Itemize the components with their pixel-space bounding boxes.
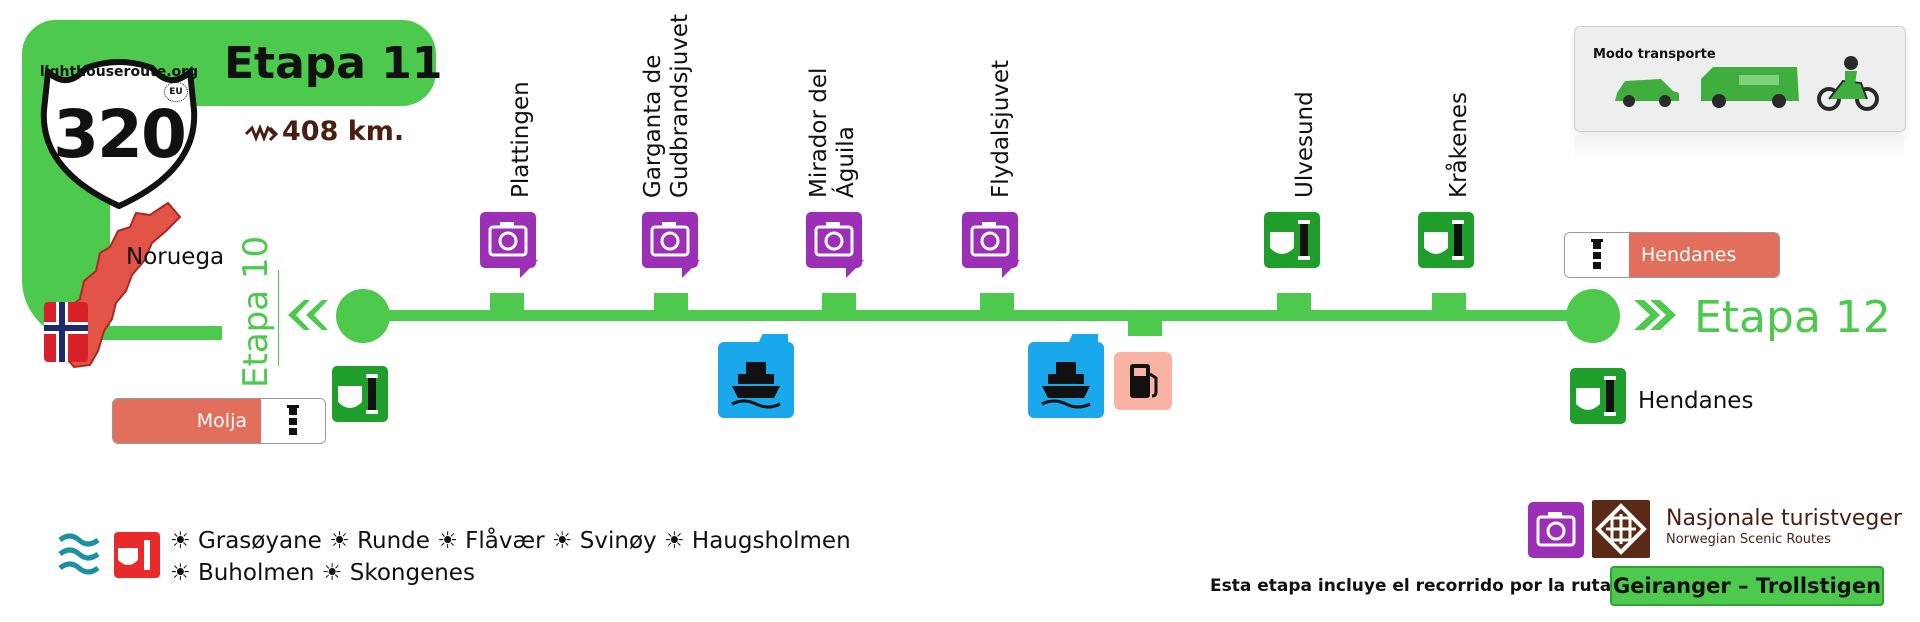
sun-icon: ☀	[321, 560, 343, 586]
stop-label-gudbrandsjuvet: Garganta de Gudbrandsjuvet	[640, 13, 693, 198]
motorcycle-icon[interactable]	[1815, 51, 1879, 115]
sun-icon: ☀	[170, 560, 191, 586]
legend-line-2: ☀ Buholmen ☀ Skongenes	[170, 560, 475, 586]
scenic-routes-logo	[1592, 500, 1650, 558]
norway-flag-icon	[44, 302, 88, 362]
start-lighthouse-ribbon[interactable]: Molja	[112, 398, 326, 444]
scenic-routes-subtitle: Norwegian Scenic Routes	[1666, 532, 1831, 547]
legend-island: Buholmen	[197, 560, 315, 586]
prev-stage-divider	[278, 270, 279, 366]
eu-badge-text: EU	[169, 87, 183, 97]
legend-island: Haugsholmen	[691, 528, 851, 554]
transport-panel-reflection	[1574, 136, 1904, 162]
legend-island: Flåvær	[465, 528, 545, 554]
sun-icon: ☀	[551, 528, 573, 554]
stop-marker	[1277, 293, 1311, 311]
lighthouse-route-icon[interactable]	[1264, 212, 1320, 268]
distance-icon	[244, 123, 279, 148]
stop-marker	[980, 293, 1014, 311]
viewpoint-camera-icon[interactable]	[962, 212, 1020, 278]
sun-icon: ☀	[329, 528, 350, 554]
route-number: 320	[53, 96, 187, 173]
sun-icon: ☀	[170, 528, 191, 554]
legend-line-1: ☀ Grasøyane ☀ Runde ☀ Flåvær ☀ Svinøy ☀ …	[170, 528, 851, 554]
stop-label-ulvesund: Ulvesund	[1292, 91, 1318, 198]
end-lighthouse-name: Hendanes	[1629, 233, 1779, 277]
camper-icon[interactable]	[1699, 61, 1803, 111]
viewpoint-camera-icon	[1528, 502, 1584, 558]
transport-mode-panel: Modo transporte	[1574, 26, 1906, 132]
stop-marker	[490, 293, 524, 311]
stop-label-flydalsjuvet: Flydalsjuvet	[988, 59, 1014, 198]
transport-title: Modo transporte	[1593, 47, 1716, 62]
stop-label-krakenes: Kråkenes	[1446, 92, 1472, 198]
legend-island: Svinøy	[579, 528, 657, 554]
legend-island: Skongenes	[349, 560, 475, 586]
stop-label-plattingen: Plattingen	[508, 81, 534, 198]
eu-badge: EU	[164, 82, 188, 102]
country-label: Noruega	[126, 244, 225, 270]
prev-stage-label[interactable]: Etapa 10	[236, 235, 276, 388]
next-stage-label[interactable]: Etapa 12	[1694, 292, 1891, 343]
end-label: Hendanes	[1638, 388, 1754, 414]
stage-title: Etapa 11	[224, 38, 443, 89]
ferry-icon[interactable]	[1028, 334, 1104, 418]
end-node	[1566, 289, 1620, 343]
stop-marker	[1128, 318, 1162, 336]
legend-island: Grasøyane	[197, 528, 322, 554]
start-node	[336, 289, 390, 343]
lighthouse-route-icon[interactable]	[1418, 212, 1474, 268]
lighthouse-route-icon[interactable]	[1570, 368, 1626, 424]
end-lighthouse-ribbon[interactable]: Hendanes	[1564, 232, 1780, 278]
sun-icon: ☀	[437, 528, 458, 554]
scenic-route-button[interactable]: Geiranger – Trollstigen	[1610, 566, 1884, 606]
ferry-icon[interactable]	[718, 334, 794, 418]
stop-marker	[1432, 293, 1466, 311]
scenic-routes-name: Nasjonale turistveger	[1666, 506, 1902, 531]
start-lighthouse-name: Molja	[113, 399, 261, 443]
next-stage-arrows-icon[interactable]	[1632, 298, 1678, 336]
stop-marker	[822, 293, 856, 311]
lighthouse-icon	[1565, 233, 1629, 277]
legend-island: Runde	[357, 528, 430, 554]
route-shield: lighthouseroute.org EU 320	[38, 50, 200, 210]
waves-icon	[58, 533, 100, 575]
fuel-station-icon[interactable]	[1114, 352, 1172, 410]
viewpoint-camera-icon[interactable]	[642, 212, 700, 278]
lighthouse-icon	[261, 399, 325, 443]
viewpoint-camera-icon[interactable]	[480, 212, 538, 278]
stage-distance: 408 km.	[282, 116, 405, 147]
stop-marker	[654, 293, 688, 311]
prev-stage-arrows-icon[interactable]	[284, 298, 330, 336]
route-line	[360, 310, 1592, 321]
sun-icon: ☀	[663, 528, 685, 554]
website-label[interactable]: lighthouseroute.org	[39, 64, 199, 80]
lighthouse-route-legend-icon	[114, 532, 160, 578]
stop-label-mirador: Mirador del Águila	[806, 67, 859, 198]
viewpoint-camera-icon[interactable]	[806, 212, 864, 278]
scenic-includes-text: Esta etapa incluye el recorrido por la r…	[1210, 576, 1612, 596]
lighthouse-route-icon[interactable]	[332, 366, 388, 422]
car-icon[interactable]	[1611, 71, 1683, 109]
